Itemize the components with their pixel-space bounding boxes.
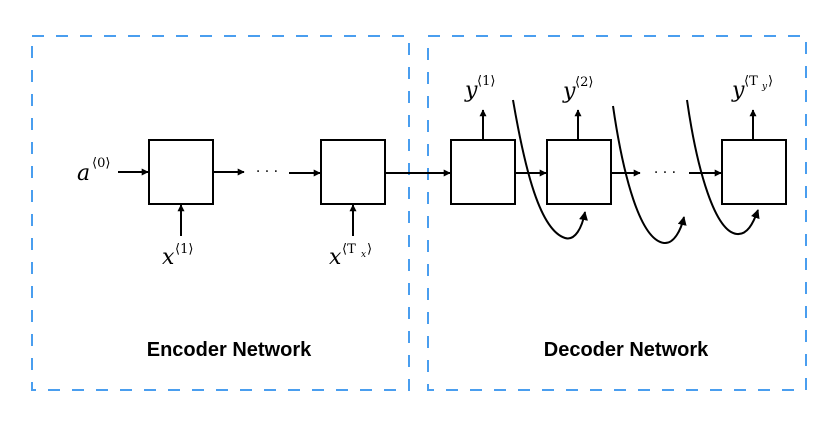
svg-text:y: y	[464, 78, 478, 103]
encoder-region	[31, 35, 410, 391]
decoder-ellipsis: · · ·	[654, 165, 676, 181]
svg-text:y: y	[761, 82, 768, 92]
svg-text:⟨1⟩: ⟨1⟩	[175, 242, 193, 257]
svg-text:⟨1⟩: ⟨1⟩	[477, 74, 495, 89]
svg-text:y: y	[731, 78, 745, 103]
feedback-curve-2	[612, 105, 687, 244]
svg-text:x: x	[361, 250, 366, 260]
decoder-region	[427, 35, 807, 391]
svg-text:⟨0⟩: ⟨0⟩	[92, 156, 110, 171]
decoder-cell-1	[450, 139, 516, 205]
encoder-title: Encoder Network	[147, 339, 312, 361]
svg-text:⟨T: ⟨T	[744, 74, 758, 89]
decoder-cell-2	[546, 139, 612, 205]
svg-text:⟩: ⟩	[367, 242, 372, 257]
svg-text:y: y	[562, 79, 576, 104]
svg-text:⟨T: ⟨T	[342, 242, 356, 257]
decoder-title: Decoder Network	[544, 339, 709, 361]
encoder-cell-1	[148, 139, 214, 205]
label-yty: y ⟨T y ⟩	[731, 74, 773, 103]
svg-text:x: x	[329, 245, 342, 270]
svg-text:⟨2⟩: ⟨2⟩	[575, 75, 593, 90]
svg-text:a: a	[77, 161, 90, 186]
feedback-curve-3	[686, 99, 760, 236]
feedback-curve-1	[512, 99, 588, 240]
encoder-ellipsis: · · ·	[256, 164, 278, 180]
decoder-cell-3	[721, 139, 787, 205]
label-x1: x ⟨1⟩	[162, 242, 193, 270]
label-xtx: x ⟨T x ⟩	[329, 242, 372, 270]
svg-text:⟩: ⟩	[768, 74, 773, 89]
svg-text:x: x	[162, 245, 175, 270]
label-a0: a ⟨0⟩	[77, 156, 110, 186]
label-y1: y ⟨1⟩	[464, 74, 495, 103]
encoder-cell-2	[320, 139, 386, 205]
label-y2: y ⟨2⟩	[562, 75, 593, 104]
